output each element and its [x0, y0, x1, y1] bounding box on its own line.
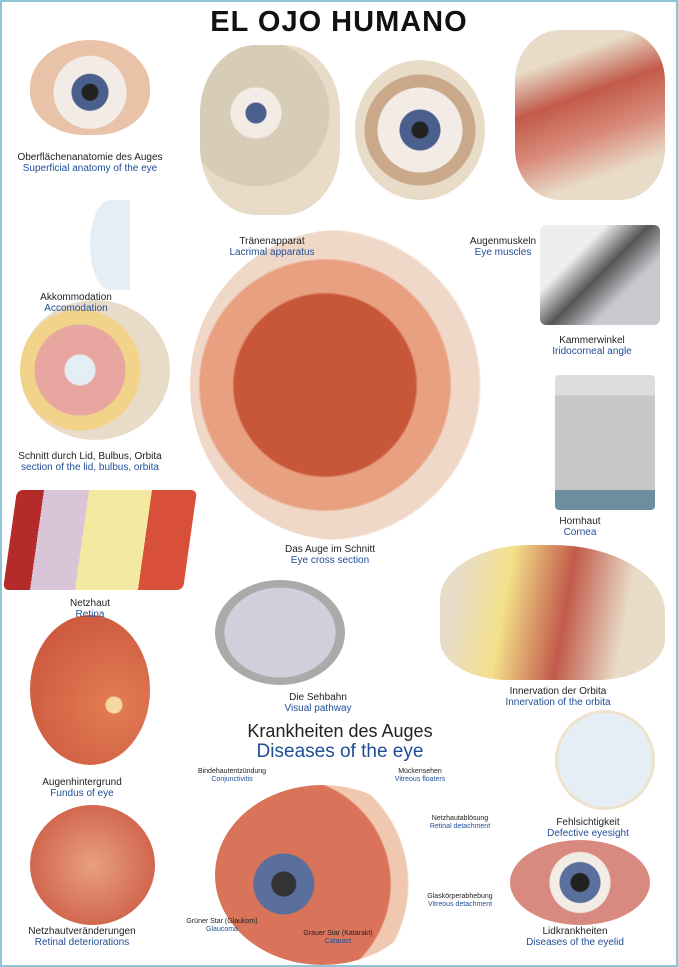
label-en: Lacrimal apparatus	[229, 247, 315, 258]
label-en: Retinal deteriorations	[34, 937, 130, 948]
label-en: Eye cross section	[290, 555, 370, 566]
label-en: Conjunctivitis	[211, 775, 253, 783]
label-en: Vitreous detachment	[427, 900, 493, 908]
visual-pathway-illustration	[215, 580, 345, 685]
label-en: Glaucoma	[206, 925, 238, 933]
label-en: Cornea	[563, 527, 597, 538]
innervation-illustration	[440, 545, 665, 680]
label-en: Diseases of the eyelid	[526, 937, 624, 948]
label-en: Eye muscles	[474, 247, 532, 258]
label-de: Bindehautentzündung	[197, 768, 267, 775]
label-en: Innervation of the orbita	[505, 697, 611, 708]
label-de: Netzhaut	[69, 598, 111, 609]
label-en: Accomodation	[44, 303, 108, 314]
label-de: Hornhaut	[559, 516, 601, 527]
label-de: Oberflächenanatomie des Auges	[17, 152, 163, 163]
cross-section-illustration	[190, 230, 490, 540]
label-de: Tränenapparat	[239, 236, 305, 247]
label-en: Visual pathway	[284, 703, 352, 714]
label-en: Superficial anatomy of the eye	[22, 163, 158, 174]
label-de: Die Sehbahn	[289, 692, 347, 703]
label-en: Vitreous floaters	[394, 775, 446, 783]
label-de: Lidkrankheiten	[542, 926, 608, 937]
label-de: Augenhintergrund	[42, 777, 122, 788]
label-de: Fehlsichtigkeit	[556, 817, 620, 828]
label-glaucoma: Grüner Star (Glaukom)Glaucoma	[186, 918, 257, 933]
superficial-eye-illustration	[30, 40, 150, 135]
retinal-det-illustration	[30, 805, 155, 925]
label-en: Retina	[75, 609, 105, 620]
retina-illustration	[2, 490, 198, 590]
orbit-muscles-illustration	[515, 30, 665, 200]
label-en: Cataract	[324, 937, 352, 945]
label-de: Kammerwinkel	[559, 335, 625, 346]
label-en: Diseases of the eye	[256, 740, 424, 762]
iridocorneal-illustration	[540, 225, 660, 325]
label-de: Glaskörperabhebung	[427, 893, 493, 900]
label-en: Iridocorneal angle	[552, 346, 632, 357]
label-de: Mückensehen	[398, 768, 442, 775]
poster-title: EL OJO HUMANO	[210, 6, 468, 38]
label-en: Fundus of eye	[50, 788, 114, 799]
label-de: Krankheiten des Auges	[247, 721, 433, 741]
label-de: Akkommodation	[40, 292, 112, 303]
label-de: Grüner Star (Glaukom)	[186, 918, 258, 925]
label-en: section of the lid, bulbus, orbita	[21, 462, 159, 473]
cornea-illustration	[555, 375, 655, 510]
label-en: Retinal detachment	[429, 822, 491, 830]
label-de: Innervation der Orbita	[509, 686, 607, 697]
label-cataract: Grauer Star (Katarakt)Cataract	[303, 930, 372, 945]
eyesight-illustration	[555, 710, 655, 810]
fundus-illustration	[30, 615, 150, 765]
label-de: Das Auge im Schnitt	[284, 544, 376, 555]
eyelid-illustration	[510, 840, 650, 925]
label-en: Defective eyesight	[547, 828, 629, 839]
label-de: Netzhautablösung	[431, 815, 489, 822]
accommodation-illustration	[90, 200, 130, 290]
diseases-eye-illustration	[215, 785, 430, 965]
lid-section-illustration	[20, 300, 170, 440]
eye-muscles-illustration	[355, 60, 485, 200]
label-de: Augenmuskeln	[469, 236, 537, 247]
label-de: Grauer Star (Katarakt)	[303, 930, 373, 937]
label-de: Schnitt durch Lid, Bulbus, Orbita	[18, 451, 162, 462]
lacrimal-illustration	[200, 45, 340, 215]
label-de: Netzhautveränderungen	[28, 926, 136, 937]
